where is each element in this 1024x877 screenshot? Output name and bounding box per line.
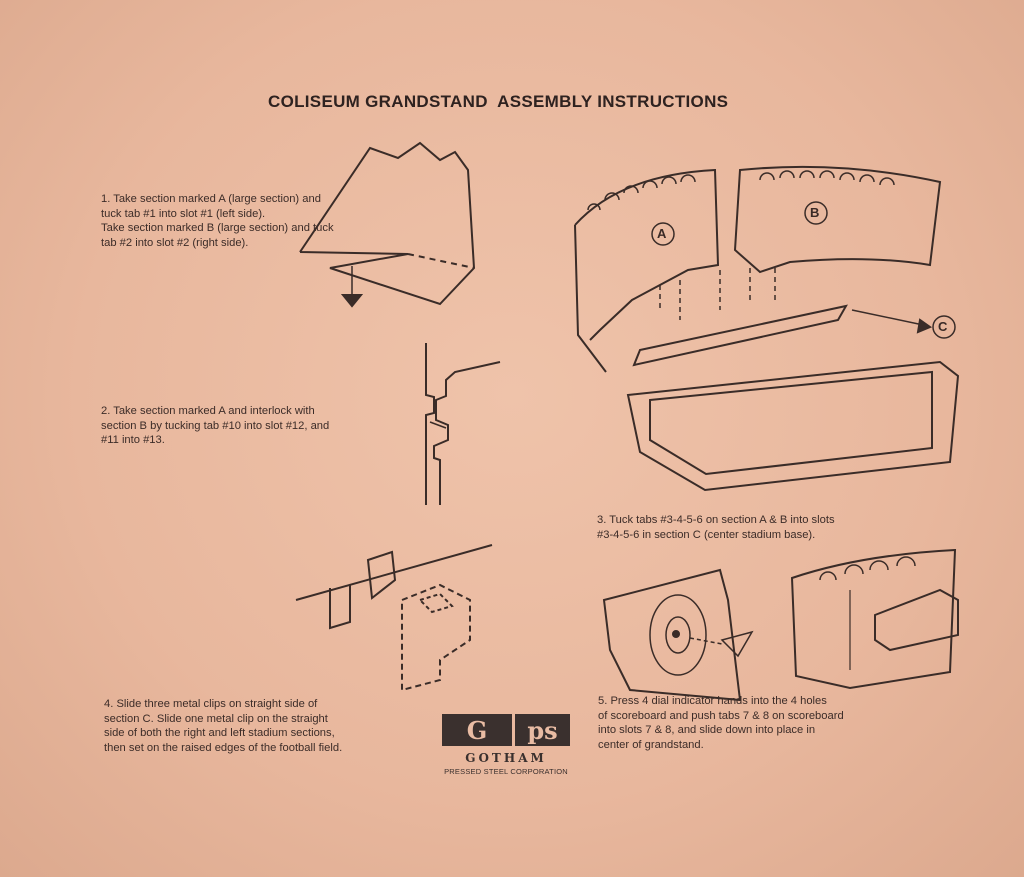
logo-corporation: PRESSED STEEL CORPORATION	[444, 767, 568, 776]
gotham-logo: G ps GOTHAM PRESSED STEEL CORPORATION	[442, 714, 570, 776]
logo-letter-g: G	[442, 714, 512, 746]
text-line: 4. Slide three metal clips on straight s…	[104, 698, 318, 710]
section-a-label: A	[657, 226, 667, 241]
step-3-illustration	[574, 165, 960, 492]
text-line: then set on the raised edges of the foot…	[104, 741, 343, 754]
step-2-text: 2. Take section marked A and interlock w…	[101, 404, 329, 448]
text-line: into slots 7 & 8, and slide down into pl…	[598, 724, 816, 736]
text-line: tab #2 into slot #2 (right side).	[101, 236, 249, 249]
text-line: center of grandstand.	[598, 738, 704, 751]
section-c-label: C	[938, 319, 948, 334]
text-line: 3. Tuck tabs #3-4-5-6 on section A & B i…	[597, 514, 835, 526]
text-line: section B by tucking tab #10 into slot #…	[101, 419, 330, 432]
step-4-text: 4. Slide three metal clips on straight s…	[104, 697, 342, 755]
text-line: #11 into #13.	[101, 434, 165, 446]
text-line: #3-4-5-6 in section C (center stadium ba…	[597, 528, 816, 541]
text-line: 2. Take section marked A and interlock w…	[101, 405, 315, 417]
text-line: tuck tab #1 into slot #1 (left side).	[101, 207, 266, 220]
logo-name: GOTHAM	[465, 751, 547, 765]
step-1-illustration	[299, 141, 476, 308]
text-line: Take section marked B (large section) an…	[101, 222, 334, 234]
text-line: side of both the right and left stadium …	[104, 727, 335, 739]
logo-letters-ps: ps	[515, 714, 570, 746]
step-1-text: 1. Take section marked A (large section)…	[101, 192, 334, 250]
step-3-text: 3. Tuck tabs #3-4-5-6 on section A & B i…	[597, 513, 835, 542]
text-line: 1. Take section marked A (large section)…	[101, 193, 321, 205]
step-2-illustration	[425, 343, 501, 505]
step-4-illustration	[295, 544, 493, 692]
section-labels	[651, 201, 956, 339]
step-5-illustration	[602, 548, 959, 702]
text-line: of scoreboard and push tabs 7 & 8 on sco…	[598, 709, 844, 722]
text-line: section C. Slide one metal clip on the s…	[104, 712, 328, 725]
text-line: 5. Press 4 dial indicator hands into the…	[598, 695, 827, 707]
section-b-label: B	[810, 205, 820, 220]
step-5-text: 5. Press 4 dial indicator hands into the…	[598, 694, 844, 752]
page-title: COLISEUM GRANDSTAND ASSEMBLY INSTRUCTION…	[268, 92, 729, 111]
